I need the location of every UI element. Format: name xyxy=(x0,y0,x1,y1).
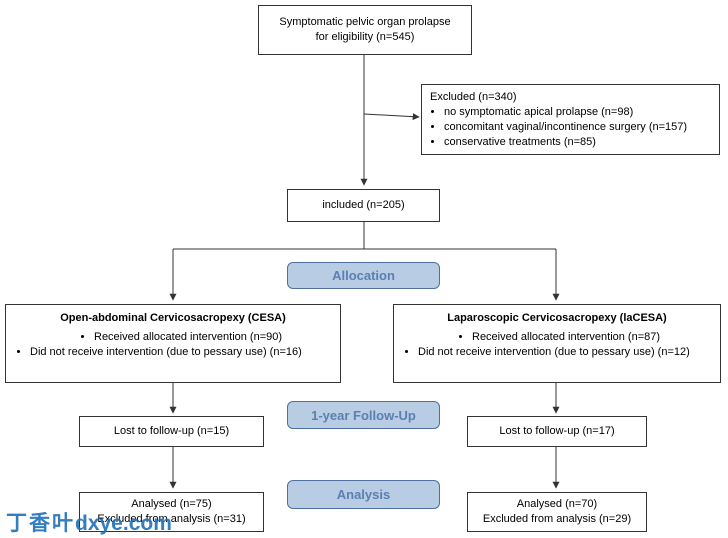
right-analysed-box: Analysed (n=70) Excluded from analysis (… xyxy=(467,492,647,532)
excluded-box: Excluded (n=340) no symptomatic apical p… xyxy=(421,84,720,155)
left-lost-box: Lost to follow-up (n=15) xyxy=(79,416,264,447)
left-lost-label: Lost to follow-up (n=15) xyxy=(113,425,230,437)
stage-allocation-label: Allocation xyxy=(332,268,395,283)
left-excluded-analysis-label: Excluded from analysis (n=31) xyxy=(97,513,246,525)
stage-allocation: Allocation xyxy=(287,262,440,289)
left-analysed-box: Analysed (n=75) Excluded from analysis (… xyxy=(79,492,264,532)
stage-followup-label: 1-year Follow-Up xyxy=(311,407,416,423)
excluded-title: Excluded (n=340) xyxy=(430,91,517,103)
stage-analysis: Analysis xyxy=(287,480,440,509)
stage-followup: 1-year Follow-Up xyxy=(287,401,440,429)
excluded-item: conservative treatments (n=85) xyxy=(444,135,711,150)
right-arm-title: Laparoscopic Cervicosacropexy (laCESA) xyxy=(447,312,667,324)
left-arm-list: Received allocated intervention (n=90) xyxy=(14,330,332,345)
watermark-zh: 丁香叶 xyxy=(6,512,75,535)
excluded-item: concomitant vaginal/incontinence surgery… xyxy=(444,120,711,135)
eligibility-line2: for eligibility (n=545) xyxy=(315,31,415,43)
right-arm-list-2: Did not receive intervention (due to pes… xyxy=(402,345,712,360)
right-lost-label: Lost to follow-up (n=17) xyxy=(499,425,615,437)
right-arm-item: Received allocated intervention (n=87) xyxy=(472,330,712,345)
right-analysed-label: Analysed (n=70) xyxy=(516,498,598,510)
watermark: 丁香叶dxye.com xyxy=(6,507,172,537)
excluded-list: no symptomatic apical prolapse (n=98) co… xyxy=(430,105,711,150)
watermark-latin: dxye.com xyxy=(75,512,172,535)
excluded-item: no symptomatic apical prolapse (n=98) xyxy=(444,105,711,120)
stage-analysis-label: Analysis xyxy=(336,487,391,502)
left-analysed-label: Analysed (n=75) xyxy=(131,498,212,510)
left-arm-box: Open-abdominal Cervicosacropexy (CESA) R… xyxy=(5,304,341,383)
right-arm-list: Received allocated intervention (n=87) xyxy=(402,330,712,345)
right-lost-box: Lost to follow-up (n=17) xyxy=(467,416,647,447)
left-arm-list-2: Did not receive intervention (due to pes… xyxy=(14,345,332,360)
right-arm-item: Did not receive intervention (due to pes… xyxy=(418,345,712,360)
right-arm-box: Laparoscopic Cervicosacropexy (laCESA) R… xyxy=(393,304,721,383)
eligibility-box: Symptomatic pelvic organ prolapse for el… xyxy=(258,5,472,55)
left-arm-item: Received allocated intervention (n=90) xyxy=(94,330,332,345)
arrow-to-excluded xyxy=(363,113,420,121)
eligibility-line1: Symptomatic pelvic organ prolapse xyxy=(279,16,451,28)
included-box: included (n=205) xyxy=(287,189,440,222)
left-arm-item: Did not receive intervention (due to pes… xyxy=(30,345,332,360)
included-label: included (n=205) xyxy=(322,199,405,211)
left-arm-title: Open-abdominal Cervicosacropexy (CESA) xyxy=(60,312,286,324)
right-excluded-analysis-label: Excluded from analysis (n=29) xyxy=(482,513,632,525)
